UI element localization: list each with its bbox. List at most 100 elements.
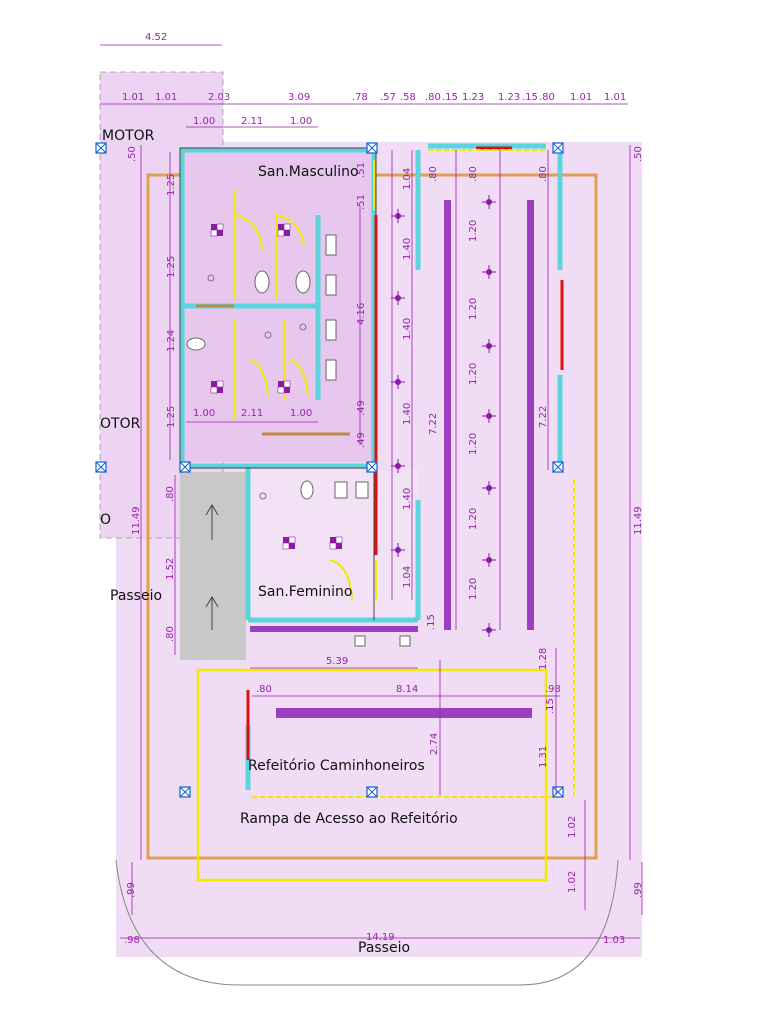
dim-51a: .51	[356, 162, 367, 178]
dim-top-1: 1.01	[122, 92, 144, 103]
dim-corr-a: 1.04	[402, 168, 413, 190]
dim-col-120e: 1.20	[468, 508, 479, 530]
column-marker-icon	[179, 461, 191, 473]
toilet-fixture-icon	[277, 380, 291, 394]
dim-top-7: .58	[400, 92, 416, 103]
column-marker-icon	[366, 461, 378, 473]
dim-top-4: 3.09	[288, 92, 310, 103]
ceiling-light-icon	[482, 481, 496, 495]
dim-h2: 1.25	[166, 256, 177, 278]
dim-right-50: .50	[633, 146, 644, 162]
table-right	[527, 200, 534, 630]
dim-hall-80: .80	[428, 166, 439, 182]
column-marker-group	[95, 142, 564, 798]
ceiling-light-icon	[482, 265, 496, 279]
toilet-fixture-icon	[282, 536, 296, 550]
counter-strip	[250, 626, 418, 632]
column-marker-icon	[179, 786, 191, 798]
dim-99a: .99	[126, 882, 137, 898]
column-marker-icon	[366, 786, 378, 798]
dim-col-80: .80	[468, 166, 479, 182]
dim-r128: 1.28	[538, 648, 549, 670]
dim-corr-d: 1.40	[402, 403, 413, 425]
dim-51b: .51	[356, 194, 367, 210]
toilet-icon	[186, 270, 314, 500]
column-marker-icon	[552, 786, 564, 798]
stall-partitions	[233, 160, 377, 601]
toilet-fixture-icon	[210, 380, 224, 394]
dim-539: 5.39	[326, 656, 348, 667]
dim-top-13: .80	[539, 92, 555, 103]
red-markers	[246, 146, 564, 760]
column-marker-icon	[552, 142, 564, 154]
dim-stall-top-a: 1.00	[193, 116, 215, 127]
dim-top-10: 1.23	[462, 92, 484, 103]
dim-722b: 7.22	[538, 406, 549, 428]
gray-zone	[180, 472, 246, 660]
dim-col-120d: 1.20	[468, 433, 479, 455]
dim-stall-bot-b: 2.11	[241, 408, 263, 419]
walls	[179, 143, 563, 790]
label-passeio-bottom: Passeio	[358, 940, 410, 956]
dim-99b: .99	[633, 882, 644, 898]
dim-h3: 1.24	[166, 330, 177, 352]
ceiling-light-icon	[482, 409, 496, 423]
label-san-masculino: San.Masculino	[258, 164, 359, 180]
dim-stall-top-c: 1.00	[290, 116, 312, 127]
counters	[196, 304, 350, 436]
sink-icon	[325, 234, 411, 647]
dim-corr-b: 1.40	[402, 238, 413, 260]
dim-gray-80b: .80	[165, 626, 176, 642]
dim-stall-top-b: 2.11	[241, 116, 263, 127]
column-marker-icon	[95, 142, 107, 154]
dim-49b: .49	[356, 432, 367, 448]
ceiling-light-icon	[391, 459, 405, 473]
dim-top-8: .80	[425, 92, 441, 103]
dim-98r: .98	[545, 684, 561, 695]
hidden-lines	[252, 149, 575, 798]
dim-col-120c: 1.20	[468, 363, 479, 385]
dim-131: 1.31	[538, 746, 549, 768]
label-san-feminino: San.Feminino	[258, 584, 352, 600]
dim-gray-80a: .80	[165, 486, 176, 502]
dimension-labels: 4.52 1.01 1.01 2.03 3.09 .78 .57 .58 .80…	[122, 32, 644, 946]
dim-stall-bot-c: 1.00	[290, 408, 312, 419]
toilet-fixture-icon	[210, 223, 224, 237]
dim-722a: 7.22	[428, 413, 439, 435]
stair-arrows	[205, 504, 219, 630]
dim-top-6: .57	[380, 92, 396, 103]
ceiling-light-icon	[482, 623, 496, 637]
ceiling-light-icon	[391, 209, 405, 223]
ceiling-light-icon	[391, 543, 405, 557]
bottom-curve	[115, 859, 619, 986]
label-refeitorio: Refeitório Caminhoneiros	[248, 758, 425, 774]
dim-274: 2.74	[429, 733, 440, 755]
dim-right-80: .80	[538, 166, 549, 182]
dim-overall-width: 4.52	[145, 32, 167, 43]
dim-1149b: 11.49	[633, 506, 644, 535]
dim-49a: .49	[356, 400, 367, 416]
dim-top-3: 2.03	[208, 92, 230, 103]
yellow-path	[196, 668, 548, 882]
ceiling-light-icon	[391, 291, 405, 305]
dim-fem-15: .15	[426, 614, 437, 630]
dim-w80: .80	[256, 684, 272, 695]
dim-col-120f: 1.20	[468, 578, 479, 600]
dim-stall-bot-a: 1.00	[193, 408, 215, 419]
dim-top-12: .15	[522, 92, 538, 103]
table-bottom	[276, 708, 532, 718]
label-motor-mid: OTOR	[100, 416, 141, 432]
ceiling-light-icon	[482, 195, 496, 209]
dim-h1: 1.25	[166, 174, 177, 196]
dimension-lines	[100, 44, 643, 939]
light-fixture-group	[210, 223, 343, 550]
dim-b103: 1.03	[603, 935, 625, 946]
column-marker-icon	[552, 461, 564, 473]
column-marker-icon	[366, 142, 378, 154]
dim-gray-152: 1.52	[165, 558, 176, 580]
dim-102a: 1.02	[567, 816, 578, 838]
label-o: O	[100, 512, 111, 528]
dim-top-50: .50	[127, 146, 138, 162]
dim-1419: 14.19	[366, 932, 395, 943]
